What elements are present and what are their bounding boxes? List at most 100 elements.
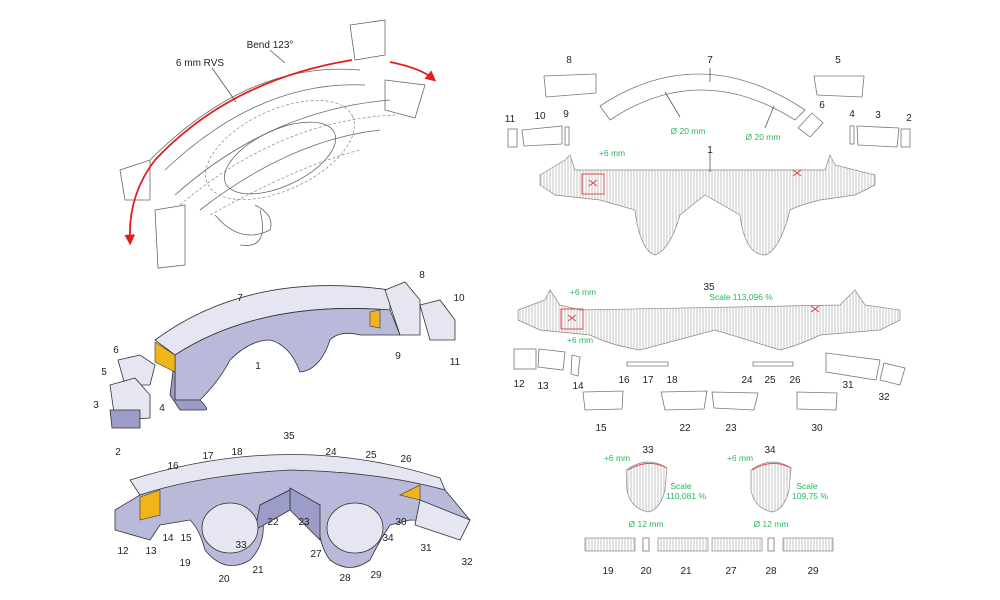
part-number-label: 25 [764,375,776,386]
part-number-label: 15 [180,533,192,544]
part-number-label: 3 [93,400,99,411]
pattern-sheet-top [507,68,911,256]
part-number-label: 17 [642,375,654,386]
part-number-label: 14 [572,381,584,392]
part-number-label: 17 [202,451,214,462]
part-number-label: 31 [842,380,854,391]
part-number-label: 33 [642,445,654,456]
bend-arrow-right [389,61,437,82]
dimension-note: +6 mm [599,148,625,158]
dimension-note: Ø 12 mm [754,519,789,529]
part-number-label: 11 [505,114,516,125]
part-number-label: 28 [339,573,351,584]
part-number-label: 7 [707,55,713,66]
part-number-label: 9 [563,109,569,120]
part-number-label: 19 [179,558,191,569]
wireframe-assembly [119,19,437,269]
dimension-note: Ø 20 mm [746,132,781,142]
dimension-note: +6 mm [604,453,630,463]
part-number-label: 16 [167,461,179,472]
part-number-label: 28 [765,566,777,577]
part-number-label: 29 [370,570,382,581]
part-number-label: 8 [566,55,572,66]
cut-mark-icon [567,314,577,322]
cut-mark-icon [792,169,802,177]
part-number-label: 8 [419,270,425,281]
part-number-label: 5 [101,367,107,378]
part-number-label: 4 [159,403,165,414]
dimension-note: Scale [796,481,818,491]
part-number-label: 34 [382,533,394,544]
part-number-label: 34 [764,445,776,456]
part-number-label: 33 [235,540,247,551]
part-number-label: 19 [602,566,614,577]
dimension-note: Scale 113,096 % [709,292,773,302]
part-number-label: 15 [595,423,607,434]
bend-label: Bend 123° [247,40,294,51]
pattern-sheet-bottom [584,461,834,552]
cut-mark-icon [810,305,820,313]
cut-mark-icon [588,179,598,187]
dimension-note: +6 mm [570,287,596,297]
part-number-label: 22 [267,517,279,528]
part-number-label: 10 [534,111,546,122]
part-number-label: 30 [811,423,823,434]
part-number-label: 7 [237,293,243,304]
part-number-label: 22 [679,423,691,434]
part-number-label: 26 [400,454,412,465]
part-number-label: 26 [789,375,801,386]
dimension-note: Ø 20 mm [671,126,706,136]
foam-model-bottom [114,454,471,568]
part-number-label: 2 [115,447,121,458]
part-number-label: 31 [420,543,432,554]
part-number-label: 13 [145,546,157,557]
part-number-label: 32 [878,392,890,403]
bend-arrow-left [124,59,353,246]
part-number-label: 35 [283,431,295,442]
part-number-label: 12 [513,379,525,390]
part-number-label: 35 [703,282,715,293]
part-number-label: 24 [741,375,753,386]
part-number-label: 1 [707,145,713,156]
part-number-label: 6 [819,100,825,111]
dimension-note: +6 mm [727,453,753,463]
part-number-label: 10 [453,293,465,304]
material-label: 6 mm RVS [176,58,224,69]
part-number-label: 23 [725,423,737,434]
part-number-label: 13 [537,381,549,392]
part-number-label: 18 [666,375,678,386]
part-number-label: 14 [162,533,174,544]
dimension-note: Ø 12 mm [629,519,664,529]
pattern-sheet-middle [513,289,906,411]
dimension-note: +6 mm [567,335,593,345]
part-number-label: 9 [395,351,401,362]
part-number-label: 18 [231,447,243,458]
part-number-label: 16 [618,375,630,386]
part-number-label: 20 [640,566,652,577]
dimension-note: 109,75 % [792,491,828,501]
part-number-label: 3 [875,110,881,121]
part-number-label: 2 [906,113,912,124]
part-number-label: 5 [835,55,841,66]
part-number-label: 23 [298,517,310,528]
foam-model-top [109,281,456,429]
part-number-label: 6 [113,345,119,356]
part-number-label: 27 [725,566,737,577]
part-number-label: 11 [450,357,461,368]
part-number-label: 1 [255,361,261,372]
part-number-label: 12 [117,546,129,557]
part-number-label: 30 [395,517,407,528]
part-number-label: 21 [680,566,692,577]
part-number-label: 27 [310,549,322,560]
part-number-label: 20 [218,574,230,585]
dimension-note: Scale [670,481,692,491]
part-number-label: 24 [325,447,337,458]
part-number-label: 25 [365,450,377,461]
part-number-label: 29 [807,566,819,577]
part-number-label: 32 [461,557,473,568]
dimension-note: 110,081 % [666,491,706,501]
part-number-label: 4 [849,109,855,120]
